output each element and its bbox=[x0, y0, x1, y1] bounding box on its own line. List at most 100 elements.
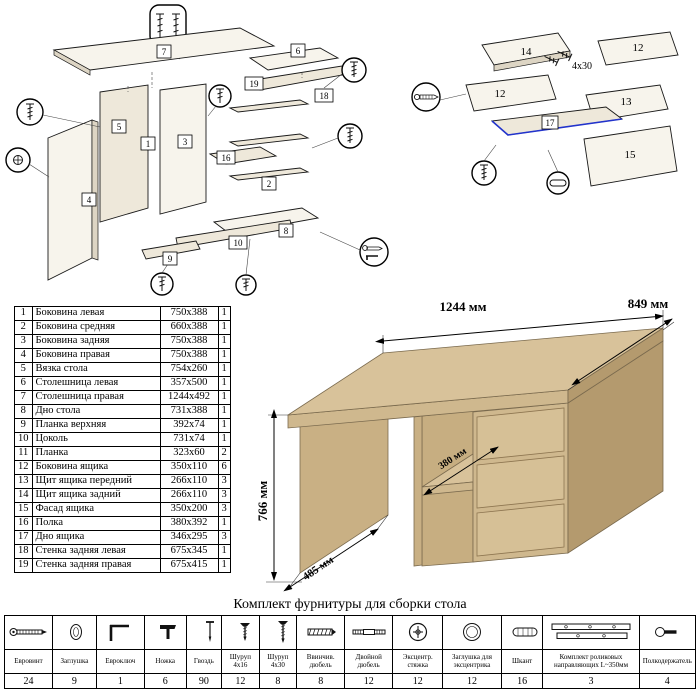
exploded-diagram-drawer: 4x30 14 12 12 13 17 15 bbox=[411, 31, 679, 195]
svg-text:2: 2 bbox=[267, 179, 272, 189]
hardware-callout-screw bbox=[150, 260, 174, 296]
cam-cap-icon bbox=[463, 622, 481, 641]
part-label-3: 3 bbox=[177, 134, 193, 149]
panel-back-left-upright bbox=[99, 84, 149, 223]
drawer-side-panel-top bbox=[597, 31, 679, 66]
screw-icon bbox=[544, 56, 560, 67]
cam-lock-icon bbox=[408, 622, 427, 641]
exploded-diagram-desk: 7 6 19 18 5 1 3 16 2 4 10 8 9 bbox=[5, 4, 389, 296]
hardware-callout-cam bbox=[5, 147, 50, 178]
part-label-17: 17 bbox=[541, 115, 559, 130]
foot-icon bbox=[159, 624, 176, 639]
svg-text:5: 5 bbox=[117, 122, 122, 132]
hardware-kit-table: Евровинт Заглушка Евроключ Ножка Гвоздь … bbox=[4, 615, 696, 689]
svg-text:849 мм: 849 мм bbox=[628, 296, 669, 311]
screw-short-icon bbox=[240, 622, 251, 641]
hardware-callout-screw bbox=[311, 123, 363, 149]
part-label-14: 14 bbox=[521, 46, 533, 58]
plank-panel bbox=[141, 240, 201, 260]
nail-icon bbox=[205, 620, 214, 642]
svg-text:19: 19 bbox=[250, 79, 260, 89]
svg-text:766 мм: 766 мм bbox=[258, 481, 270, 522]
hex-key-icon bbox=[110, 624, 130, 641]
dim-height: 766 мм bbox=[258, 409, 302, 583]
part-label-19: 19 bbox=[244, 76, 264, 91]
hardware-callout-screw bbox=[207, 84, 232, 117]
svg-text:18: 18 bbox=[320, 91, 330, 101]
drawer-side-panel-left bbox=[465, 74, 557, 112]
part-label-12: 12 bbox=[495, 88, 506, 100]
kit-icons-row bbox=[4, 615, 696, 650]
part-label-5: 5 bbox=[111, 119, 127, 134]
confirmat-screw-icon bbox=[9, 627, 47, 636]
hardware-callout-screw bbox=[471, 144, 497, 186]
shelf-pin-icon bbox=[655, 626, 677, 637]
part-label-8: 8 bbox=[278, 223, 294, 238]
svg-text:7: 7 bbox=[162, 47, 167, 57]
part-label-13: 13 bbox=[621, 96, 633, 108]
part-label-2: 2 bbox=[261, 176, 277, 191]
part-label-9: 9 bbox=[162, 251, 178, 266]
kit-names-row: Евровинт Заглушка Евроключ Ножка Гвоздь … bbox=[4, 649, 696, 674]
screw-icon bbox=[557, 51, 573, 62]
svg-text:10: 10 bbox=[234, 238, 244, 248]
part-label-12: 12 bbox=[633, 42, 644, 54]
svg-text:1244 мм: 1244 мм bbox=[440, 299, 487, 314]
svg-text:8: 8 bbox=[284, 226, 289, 236]
threaded-dowel-icon bbox=[307, 628, 336, 635]
drawer-front bbox=[476, 503, 565, 557]
double-dowel-icon bbox=[352, 628, 386, 635]
svg-text:17: 17 bbox=[546, 118, 556, 128]
desk-dimensions-figure: 1244 мм 849 мм 766 мм 485 мм 380 мм bbox=[258, 296, 675, 592]
panel-middle bbox=[159, 83, 207, 215]
part-label-16: 16 bbox=[216, 150, 236, 165]
drawer-facade-panel bbox=[583, 125, 678, 187]
screw-size-note: 4x30 bbox=[572, 61, 592, 72]
middle-panel bbox=[413, 415, 423, 567]
kit-qty-row: 24 9 1 6 90 12 8 8 12 12 12 16 3 4 bbox=[4, 673, 696, 689]
svg-text:16: 16 bbox=[222, 153, 232, 163]
hardware-callout-screw bbox=[16, 98, 101, 128]
svg-text:4: 4 bbox=[87, 195, 92, 205]
part-label-7: 7 bbox=[156, 44, 172, 59]
svg-text:9: 9 bbox=[168, 254, 173, 264]
hardware-callout-screw bbox=[235, 238, 257, 296]
svg-text:3: 3 bbox=[183, 137, 188, 147]
kit-title: Комплект фурнитуры для сборки стола bbox=[233, 597, 467, 612]
part-label-18: 18 bbox=[314, 88, 334, 103]
part-label-10: 10 bbox=[228, 235, 248, 250]
drawer-front bbox=[476, 455, 565, 509]
part-label-4: 4 bbox=[81, 192, 97, 207]
hardware-callout-confirmat-key bbox=[319, 231, 389, 267]
drawer-slides bbox=[228, 99, 310, 181]
svg-text:1: 1 bbox=[146, 139, 151, 149]
cap-icon bbox=[70, 623, 82, 640]
drawer-slide-icon bbox=[551, 623, 631, 639]
svg-text:6: 6 bbox=[296, 46, 301, 56]
hardware-callout-screw bbox=[323, 57, 367, 89]
hardware-callout-confirmat bbox=[411, 82, 467, 112]
wood-dowel-icon bbox=[512, 627, 538, 636]
part-label-15: 15 bbox=[625, 149, 637, 161]
panel-right-side bbox=[47, 119, 99, 281]
dim-depth: 849 мм bbox=[567, 296, 675, 391]
